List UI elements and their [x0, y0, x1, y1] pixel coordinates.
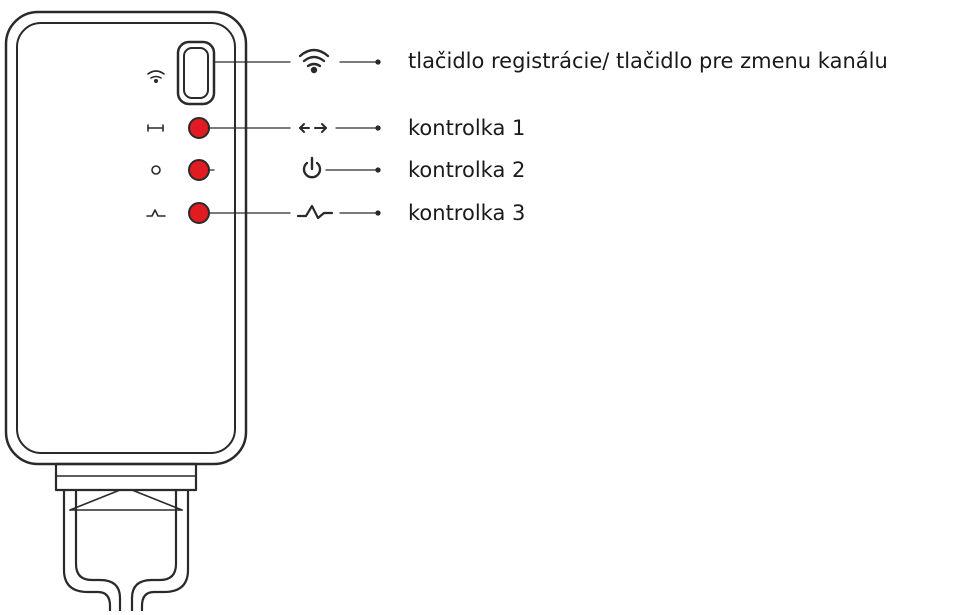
led-2 [188, 159, 210, 181]
label-led-2: kontrolka 2 [408, 158, 526, 182]
device-heartbeat-icon [146, 209, 166, 217]
device-body [4, 10, 248, 466]
device-power-icon [151, 165, 161, 175]
usb-connector [54, 462, 198, 613]
leader-line-button [213, 59, 381, 65]
wifi-icon [298, 48, 330, 74]
device-link-icon [147, 124, 164, 132]
led-1 [188, 117, 210, 139]
registration-button[interactable] [176, 40, 216, 106]
led-3 [188, 202, 210, 224]
device-wifi-icon [147, 70, 165, 84]
label-registration-button: tlačidlo registrácie/ tlačidlo pre zmenu… [408, 49, 888, 73]
leader-line-led-2 [208, 167, 381, 173]
label-led-1: kontrolka 1 [408, 116, 526, 140]
leader-line-led-3 [208, 210, 381, 216]
heartbeat-icon [296, 204, 334, 220]
label-led-3: kontrolka 3 [408, 201, 526, 225]
power-icon [302, 156, 322, 179]
link-arrows-icon [299, 123, 327, 133]
leader-line-led-1 [208, 125, 381, 131]
